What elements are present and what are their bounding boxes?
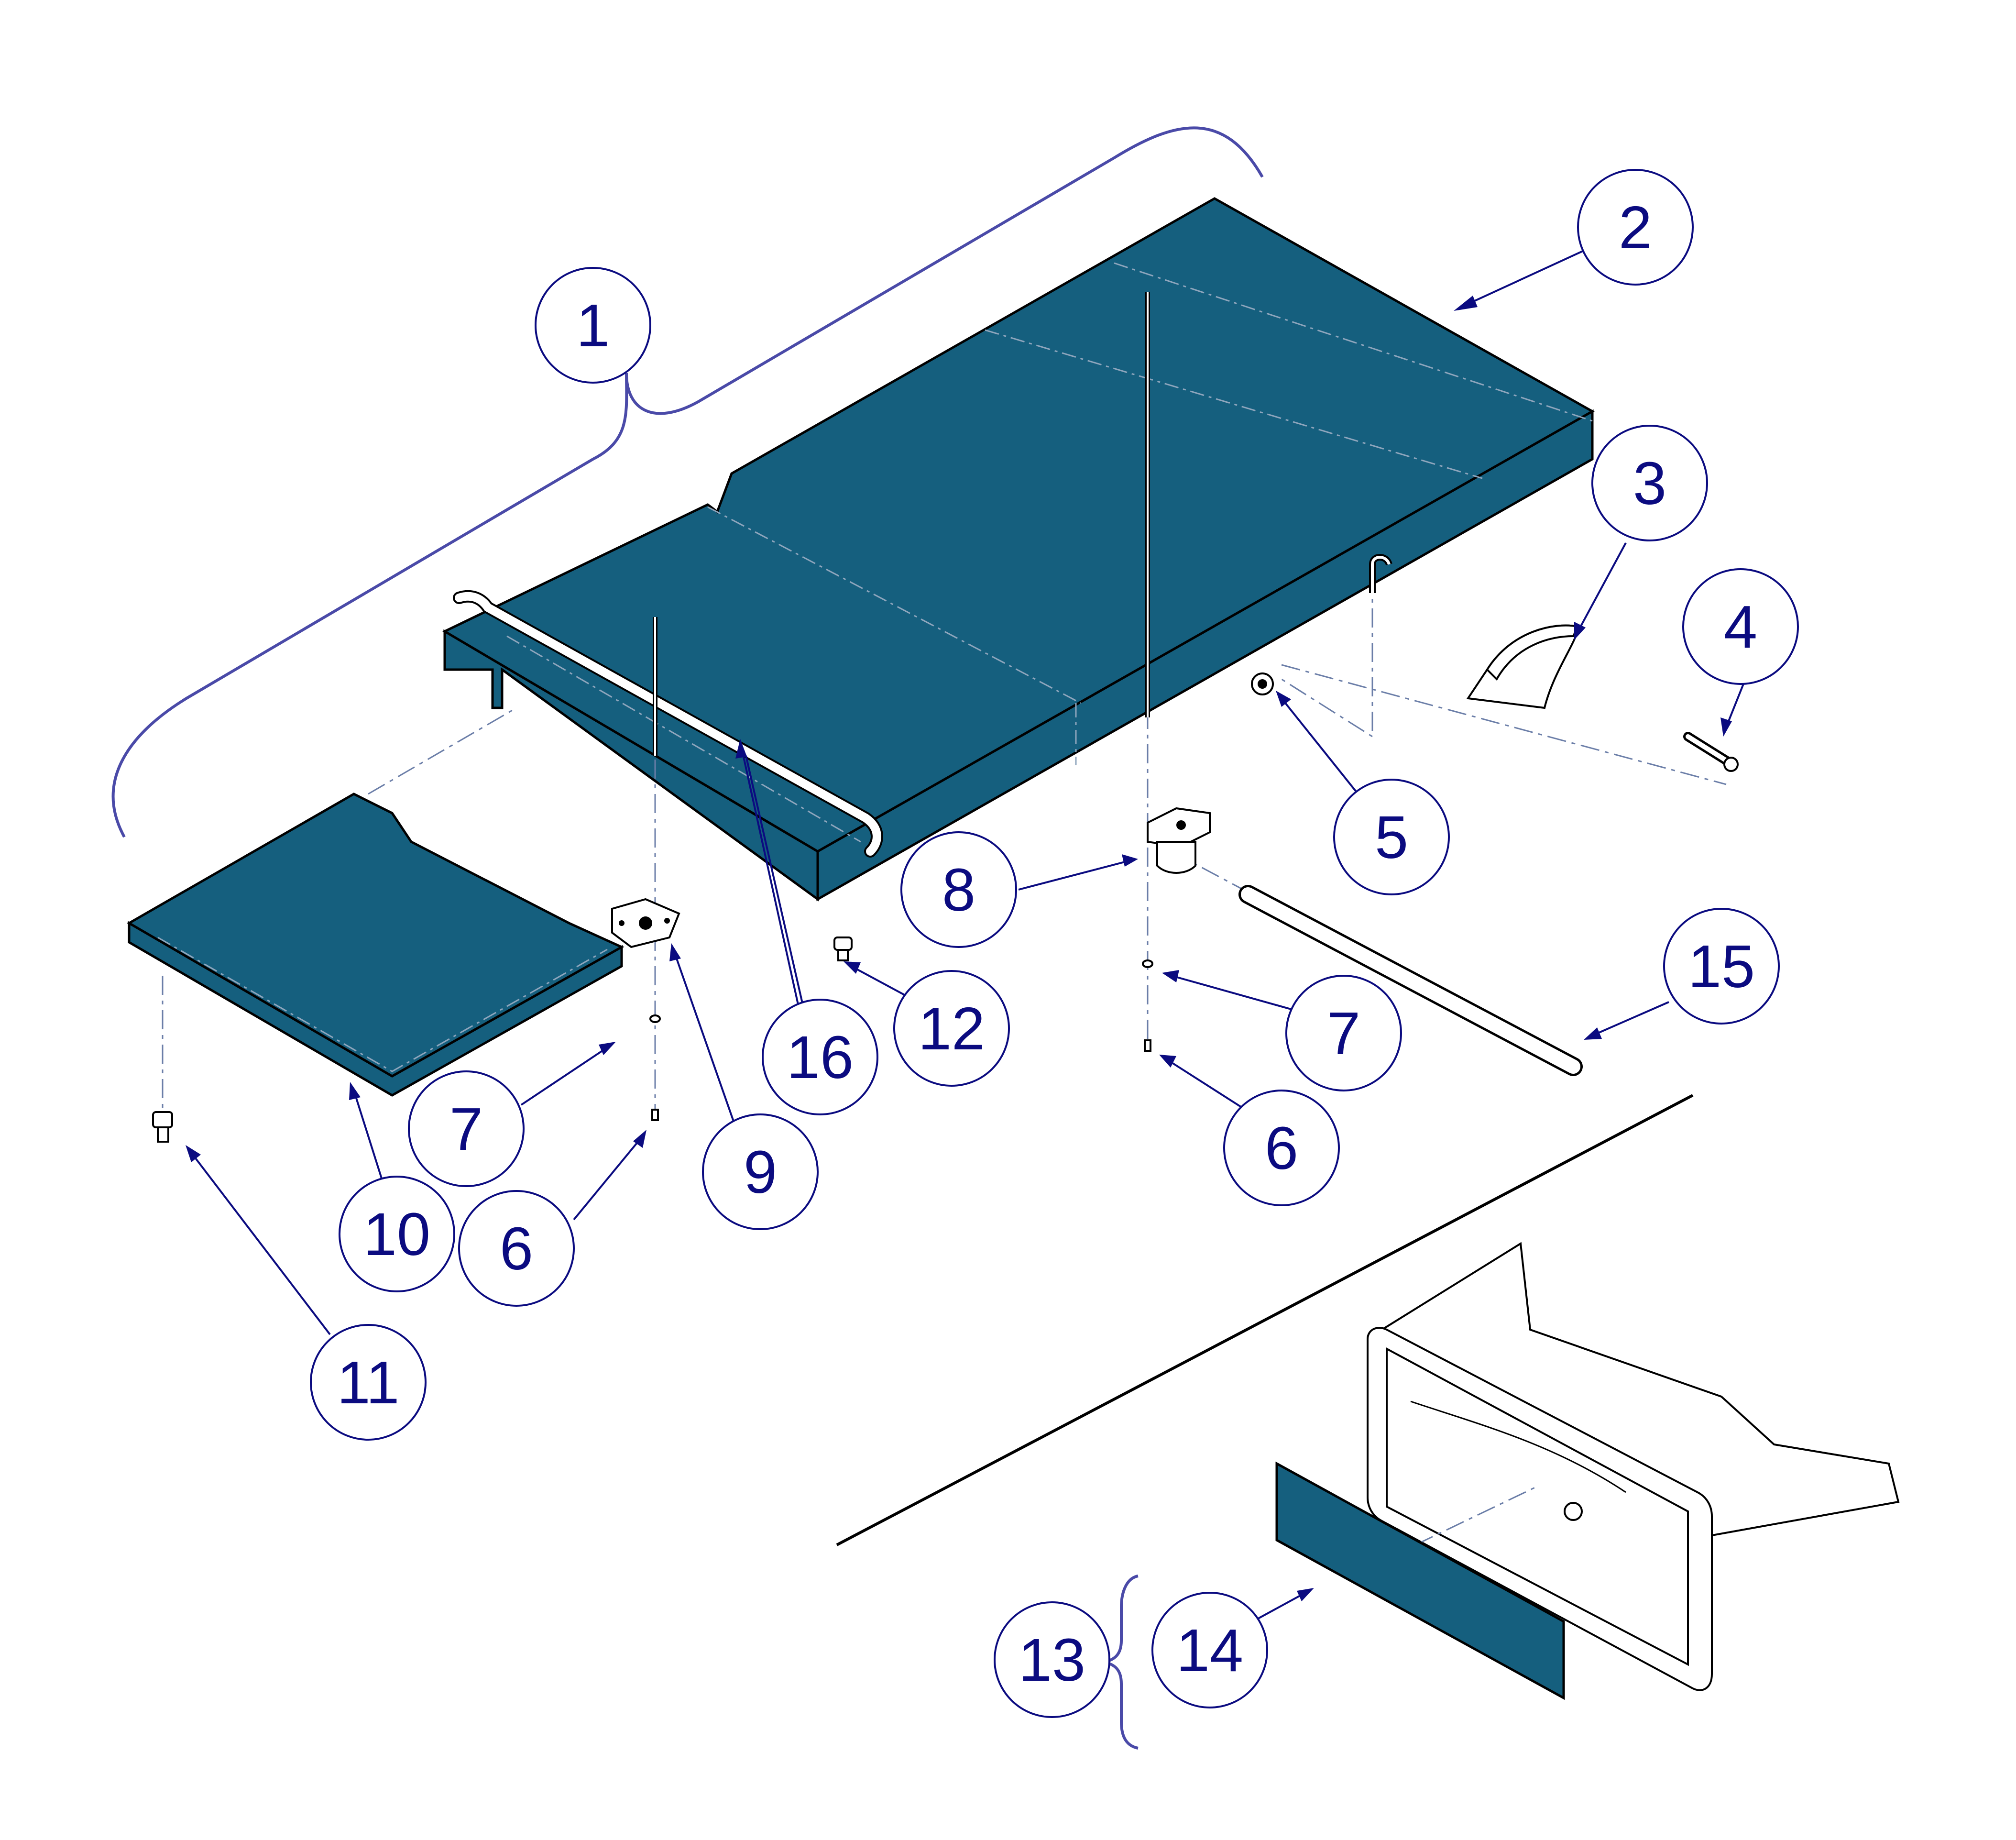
washer-right	[1142, 959, 1153, 968]
bolt-right	[1144, 1039, 1151, 1052]
mounting-plate	[611, 898, 680, 948]
callout-circle	[1223, 1090, 1340, 1206]
callout-circle	[762, 999, 878, 1115]
callout-label: 3	[1633, 450, 1666, 517]
section-divider	[836, 1094, 1694, 1546]
callout-label: 7	[449, 1095, 483, 1163]
callout-label: 12	[918, 995, 985, 1062]
callout-label: 1	[576, 292, 610, 359]
screw-part	[1683, 732, 1739, 772]
callout-14: 14	[1151, 1592, 1268, 1708]
callout-2: 2	[1577, 169, 1694, 286]
callout-label: 10	[363, 1201, 430, 1268]
callout-circle	[702, 1113, 819, 1230]
clamp-part	[1147, 807, 1211, 874]
callout-6: 6	[1223, 1090, 1340, 1206]
side-rail	[453, 590, 883, 858]
drawer-label-strip	[1275, 1461, 1565, 1700]
callout-16: 16	[762, 999, 878, 1115]
callout-label: 11	[337, 1349, 400, 1416]
head-section-pad	[127, 793, 625, 1097]
callout-circle	[994, 1601, 1110, 1718]
callout-circle	[1591, 425, 1708, 541]
bolt-left	[651, 1109, 659, 1121]
callout-label: 9	[744, 1138, 777, 1206]
callout-5: 5	[1333, 779, 1450, 895]
callout-circle	[1333, 779, 1450, 895]
callout-circle	[535, 267, 651, 384]
callout-11: 11	[310, 1324, 427, 1441]
main-table-pad	[442, 197, 1595, 902]
callout-circle	[1663, 908, 1780, 1025]
callout-7: 7	[408, 1070, 525, 1187]
callout-3: 3	[1591, 425, 1708, 541]
leader-lines	[186, 250, 1746, 1622]
callout-label: 6	[1265, 1114, 1298, 1182]
drawer-assembly	[1367, 1242, 1900, 1691]
callout-circle	[408, 1070, 525, 1187]
knob-part	[833, 937, 853, 961]
callout-circle	[1151, 1592, 1268, 1708]
callout-circle	[893, 970, 1010, 1087]
callout-8: 8	[900, 831, 1017, 948]
callout-9: 9	[702, 1113, 819, 1230]
callout-15: 15	[1663, 908, 1780, 1025]
callout-label: 6	[500, 1215, 533, 1282]
handle-part	[1466, 624, 1579, 709]
callout-1: 1	[535, 267, 651, 384]
callout-12: 12	[893, 970, 1010, 1087]
callout-circle	[1577, 169, 1694, 286]
callout-4: 4	[1682, 568, 1799, 685]
assembly-brace	[111, 126, 1264, 838]
callout-6: 6	[458, 1190, 575, 1307]
nut-part	[1251, 672, 1274, 695]
callout-label: 15	[1688, 933, 1755, 1000]
callout-circle	[339, 1176, 455, 1292]
callout-label: 2	[1619, 194, 1652, 261]
callout-label: 13	[1019, 1626, 1085, 1694]
callout-label: 4	[1724, 593, 1757, 661]
callout-circle	[1682, 568, 1799, 685]
rod-part	[1238, 885, 1583, 1076]
callout-13: 13	[994, 1601, 1110, 1718]
callout-circle	[1285, 975, 1402, 1091]
washer-left	[649, 1014, 661, 1023]
callout-circle	[900, 831, 1017, 948]
callout-7: 7	[1285, 975, 1402, 1091]
post-part	[152, 1111, 173, 1143]
callout-label: 5	[1375, 804, 1408, 871]
callout-label: 16	[787, 1024, 854, 1091]
callout-label: 7	[1327, 1000, 1360, 1067]
callout-label: 8	[942, 856, 975, 924]
callout-label: 14	[1176, 1617, 1243, 1684]
callout-circle	[458, 1190, 575, 1307]
callout-circle	[310, 1324, 427, 1441]
callout-10: 10	[339, 1176, 455, 1292]
